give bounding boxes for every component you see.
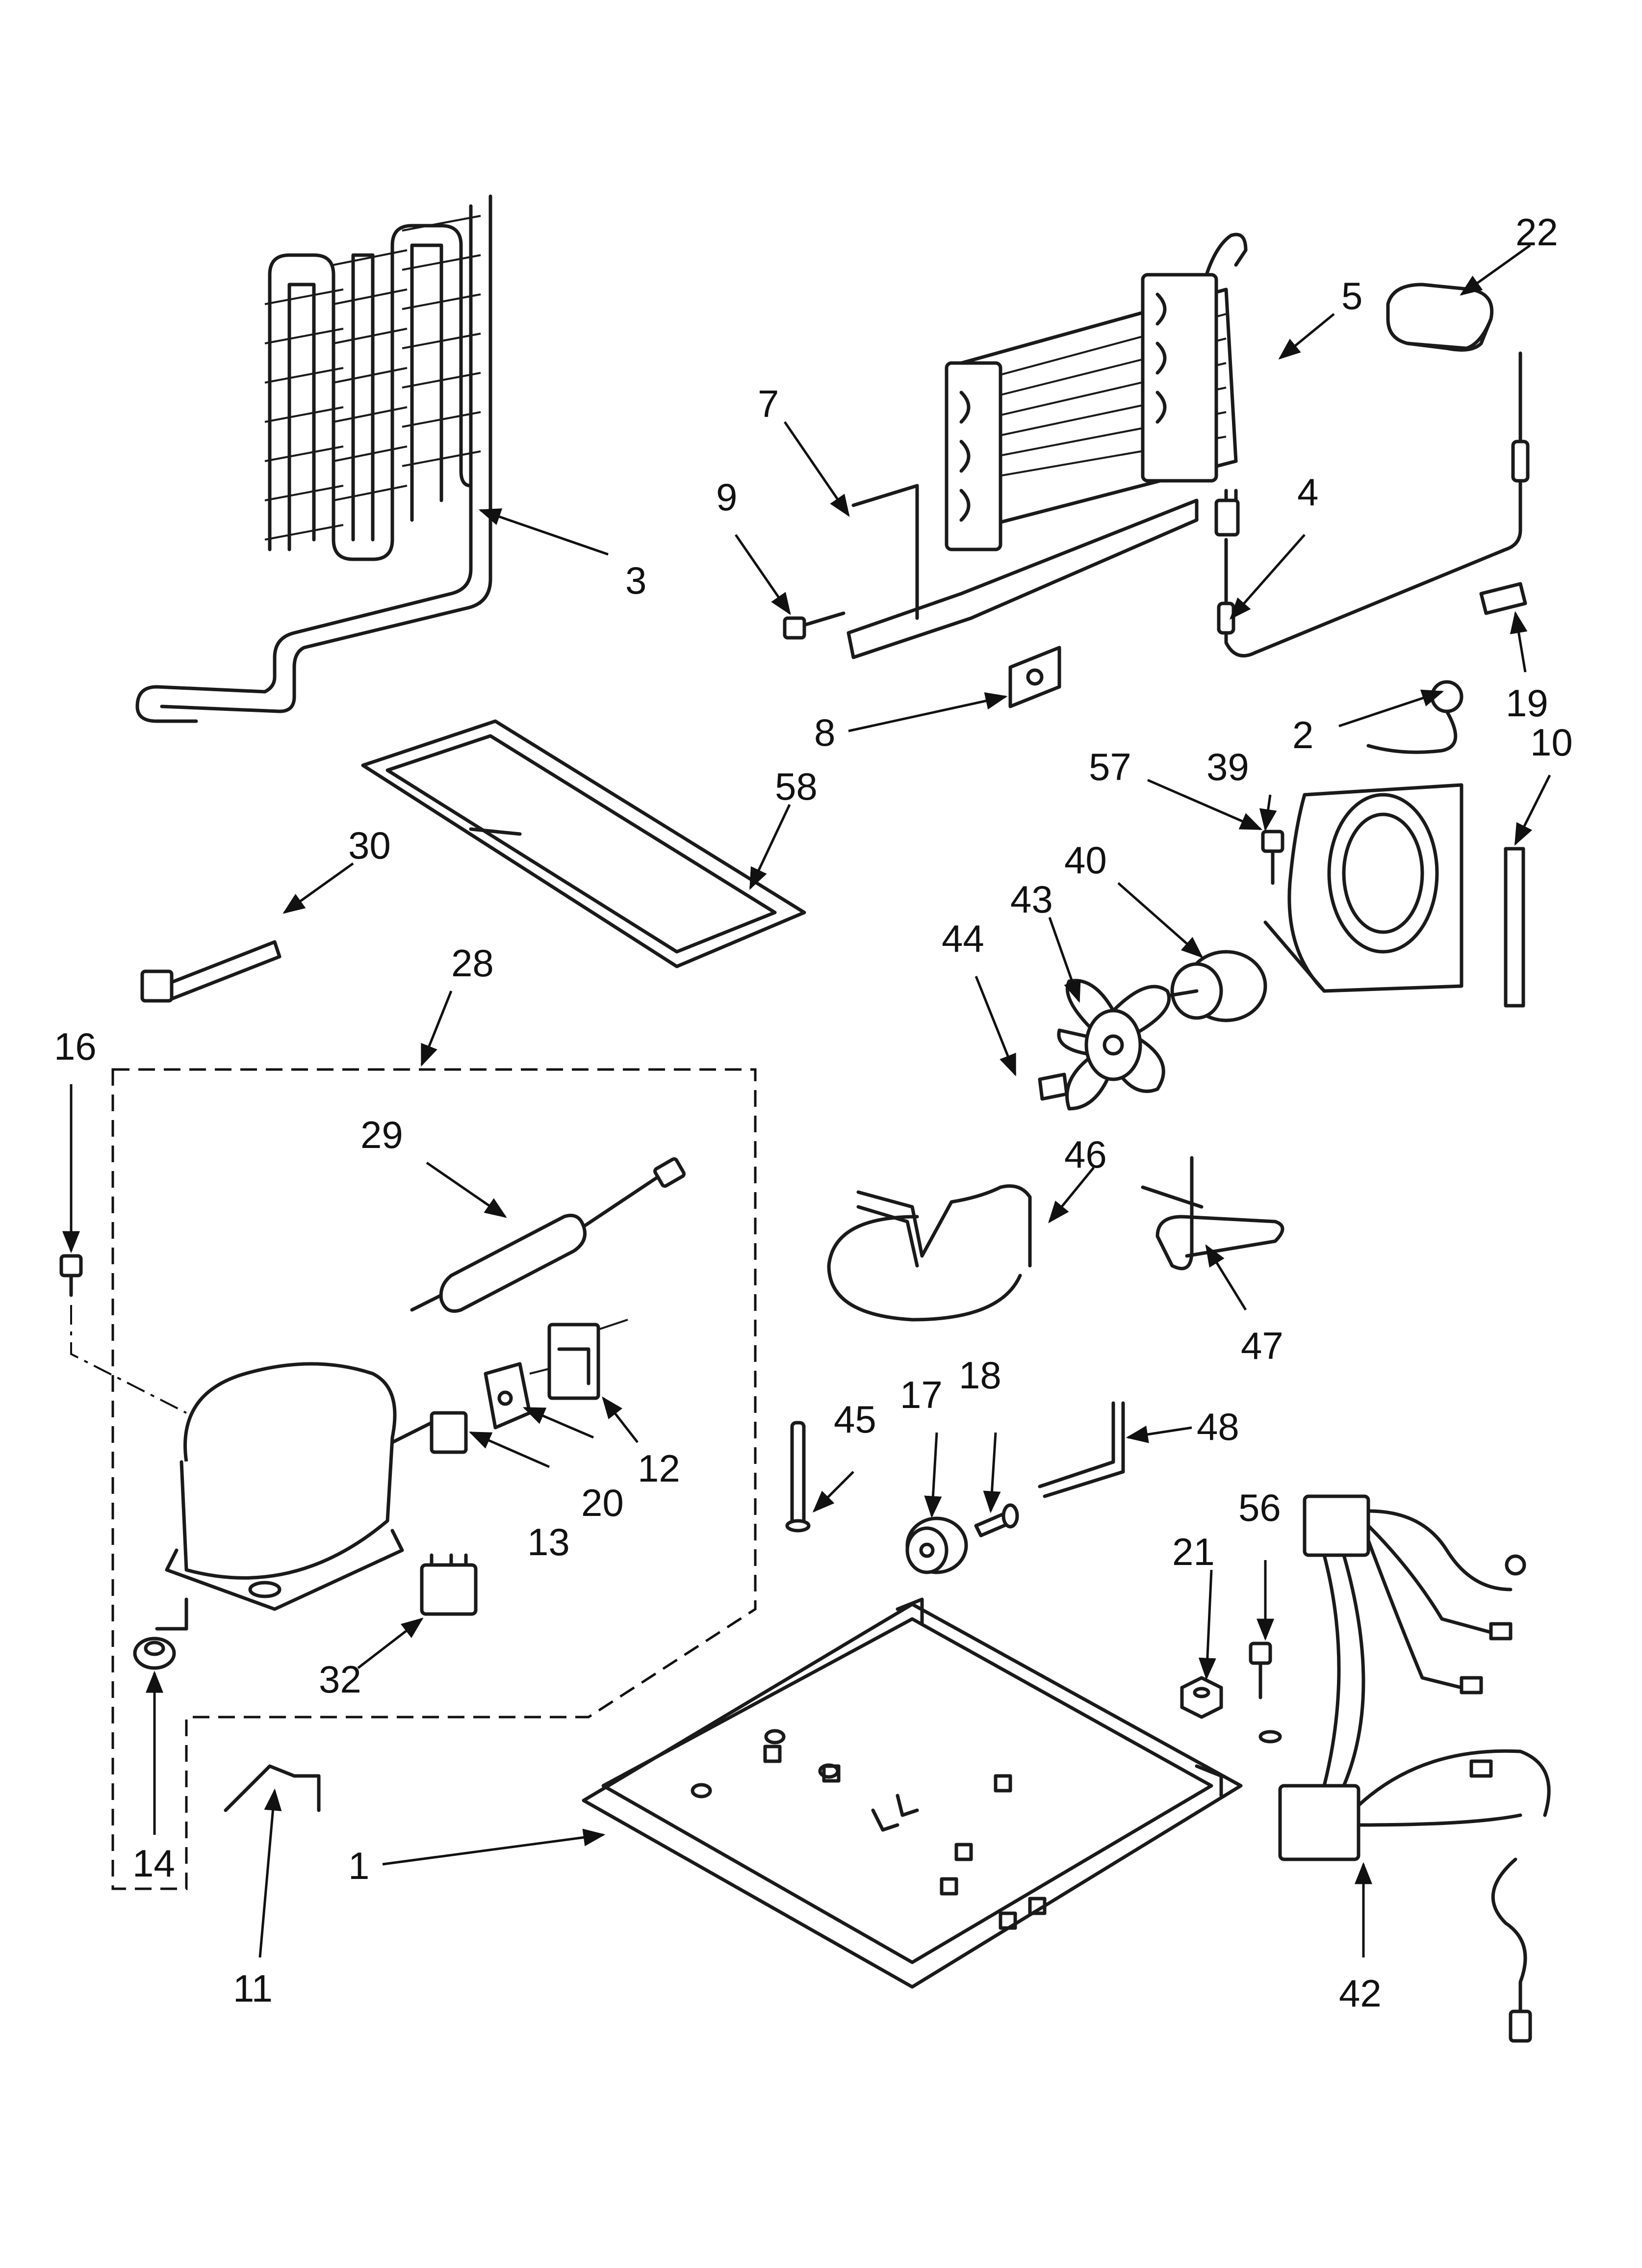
callout-58: 58 [775,765,818,808]
part-drier-29 [410,1157,686,1313]
callout-2: 2 [1292,713,1313,756]
part-evaporator [847,233,1248,659]
part-drain-pan-58 [361,719,806,968]
part-loop-tube-46 [827,1184,1032,1322]
callout-44: 44 [942,917,984,960]
callout-5: 5 [1341,274,1362,317]
callout-labels: 3 5 7 9 8 22 4 19 2 10 58 30 57 39 40 43… [54,210,1573,2015]
callout-17: 17 [900,1373,943,1416]
callout-18: 18 [959,1354,1001,1397]
callout-45: 45 [834,1398,876,1441]
callout-40: 40 [1064,838,1107,882]
callout-57: 57 [1089,745,1131,788]
callout-12: 12 [638,1447,680,1490]
callout-32: 32 [319,1658,361,1701]
callout-43: 43 [1010,878,1053,921]
part-relay-13 [390,1411,468,1454]
callout-8: 8 [814,711,835,754]
part-screw-56 [1249,1642,1282,1744]
part-compressor [155,1362,404,1631]
leader-lines [62,244,1551,1958]
part-grommet-14 [133,1637,176,1670]
part-wire-clip-11 [224,1764,321,1812]
part-cap-22 [1386,283,1494,352]
callout-16: 16 [54,1025,97,1068]
part-overload-20 [484,1362,532,1430]
callout-10: 10 [1530,721,1573,764]
callout-14: 14 [132,1842,175,1885]
part-clip-19 [1479,582,1527,615]
callout-29: 29 [360,1113,403,1156]
callout-4: 4 [1297,470,1318,514]
part-cable-tie-30 [140,940,282,1003]
part-fan-shroud-39 [1263,783,1463,993]
part-base-frame-1 [582,1597,1243,1989]
part-screw-9 [783,611,846,640]
callout-42: 42 [1339,1972,1382,2015]
callout-28: 28 [451,941,494,985]
part-bracket-8 [1008,646,1061,708]
part-nut-21 [1180,1676,1223,1719]
part-sensor-4 [1214,351,1530,658]
part-roller-17 [905,1516,968,1574]
callout-20: 20 [581,1481,624,1524]
callout-30: 30 [348,824,391,867]
part-fan-blade-43 [1057,979,1171,1111]
callout-3: 3 [625,559,646,602]
group-28-outline [111,1068,757,1890]
callout-11: 11 [233,1967,273,2010]
callout-39: 39 [1206,745,1249,788]
callout-48: 48 [1197,1405,1239,1448]
part-pin-45 [785,1421,811,1533]
part-tube-48 [1038,1401,1125,1498]
callout-7: 7 [758,382,779,425]
part-cover-12 [529,1319,628,1400]
part-capacitor-32 [420,1553,478,1616]
callout-21: 21 [1172,1530,1215,1573]
part-screw-57 [1261,830,1284,885]
callout-1: 1 [348,1844,369,1887]
part-thermostat-2 [1366,680,1463,754]
part-strip-10 [1504,847,1525,1008]
callout-56: 56 [1238,1486,1281,1529]
part-screw-16 [59,1254,187,1414]
callout-19: 19 [1506,681,1548,725]
callout-22: 22 [1515,210,1558,254]
callout-13: 13 [527,1520,570,1564]
part-clip-44 [1038,1072,1069,1101]
callout-46: 46 [1064,1133,1107,1176]
part-fan-motor-40 [1165,950,1267,1022]
part-condenser [135,194,492,723]
part-harness-42 [1278,1494,1551,2043]
callout-47: 47 [1241,1324,1283,1367]
part-axle-18 [974,1503,1019,1538]
callout-9: 9 [716,475,737,519]
part-bent-tube-47 [1141,1156,1284,1271]
